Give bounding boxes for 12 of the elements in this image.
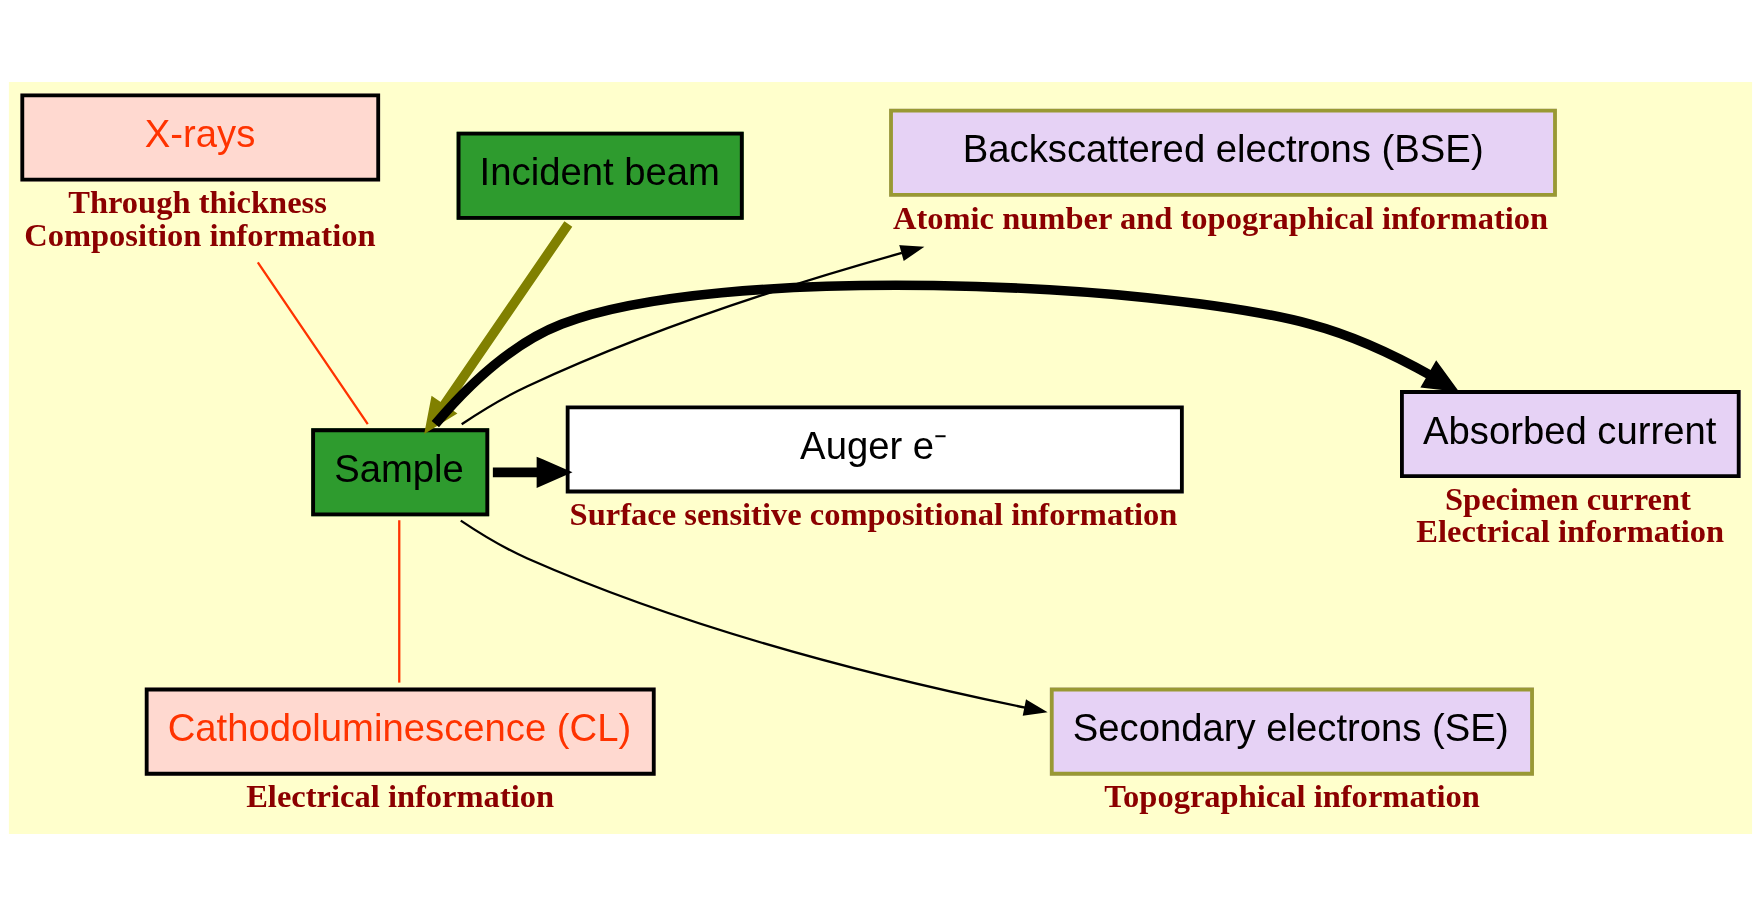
node-label: Surface sensitive compositional information [569,496,1178,533]
node-label: Atomic number and topographical information [892,199,1549,236]
node-label: Through thickness [68,184,327,221]
arrow [431,280,1460,428]
arrow [492,456,573,489]
node-label: Topographical information [1104,778,1480,815]
arrow [460,519,1048,716]
node-label: Specimen current [1444,480,1691,517]
arrow [461,245,925,426]
node-label: Electrical information [246,778,555,815]
connector [398,520,401,683]
connector [256,261,369,425]
